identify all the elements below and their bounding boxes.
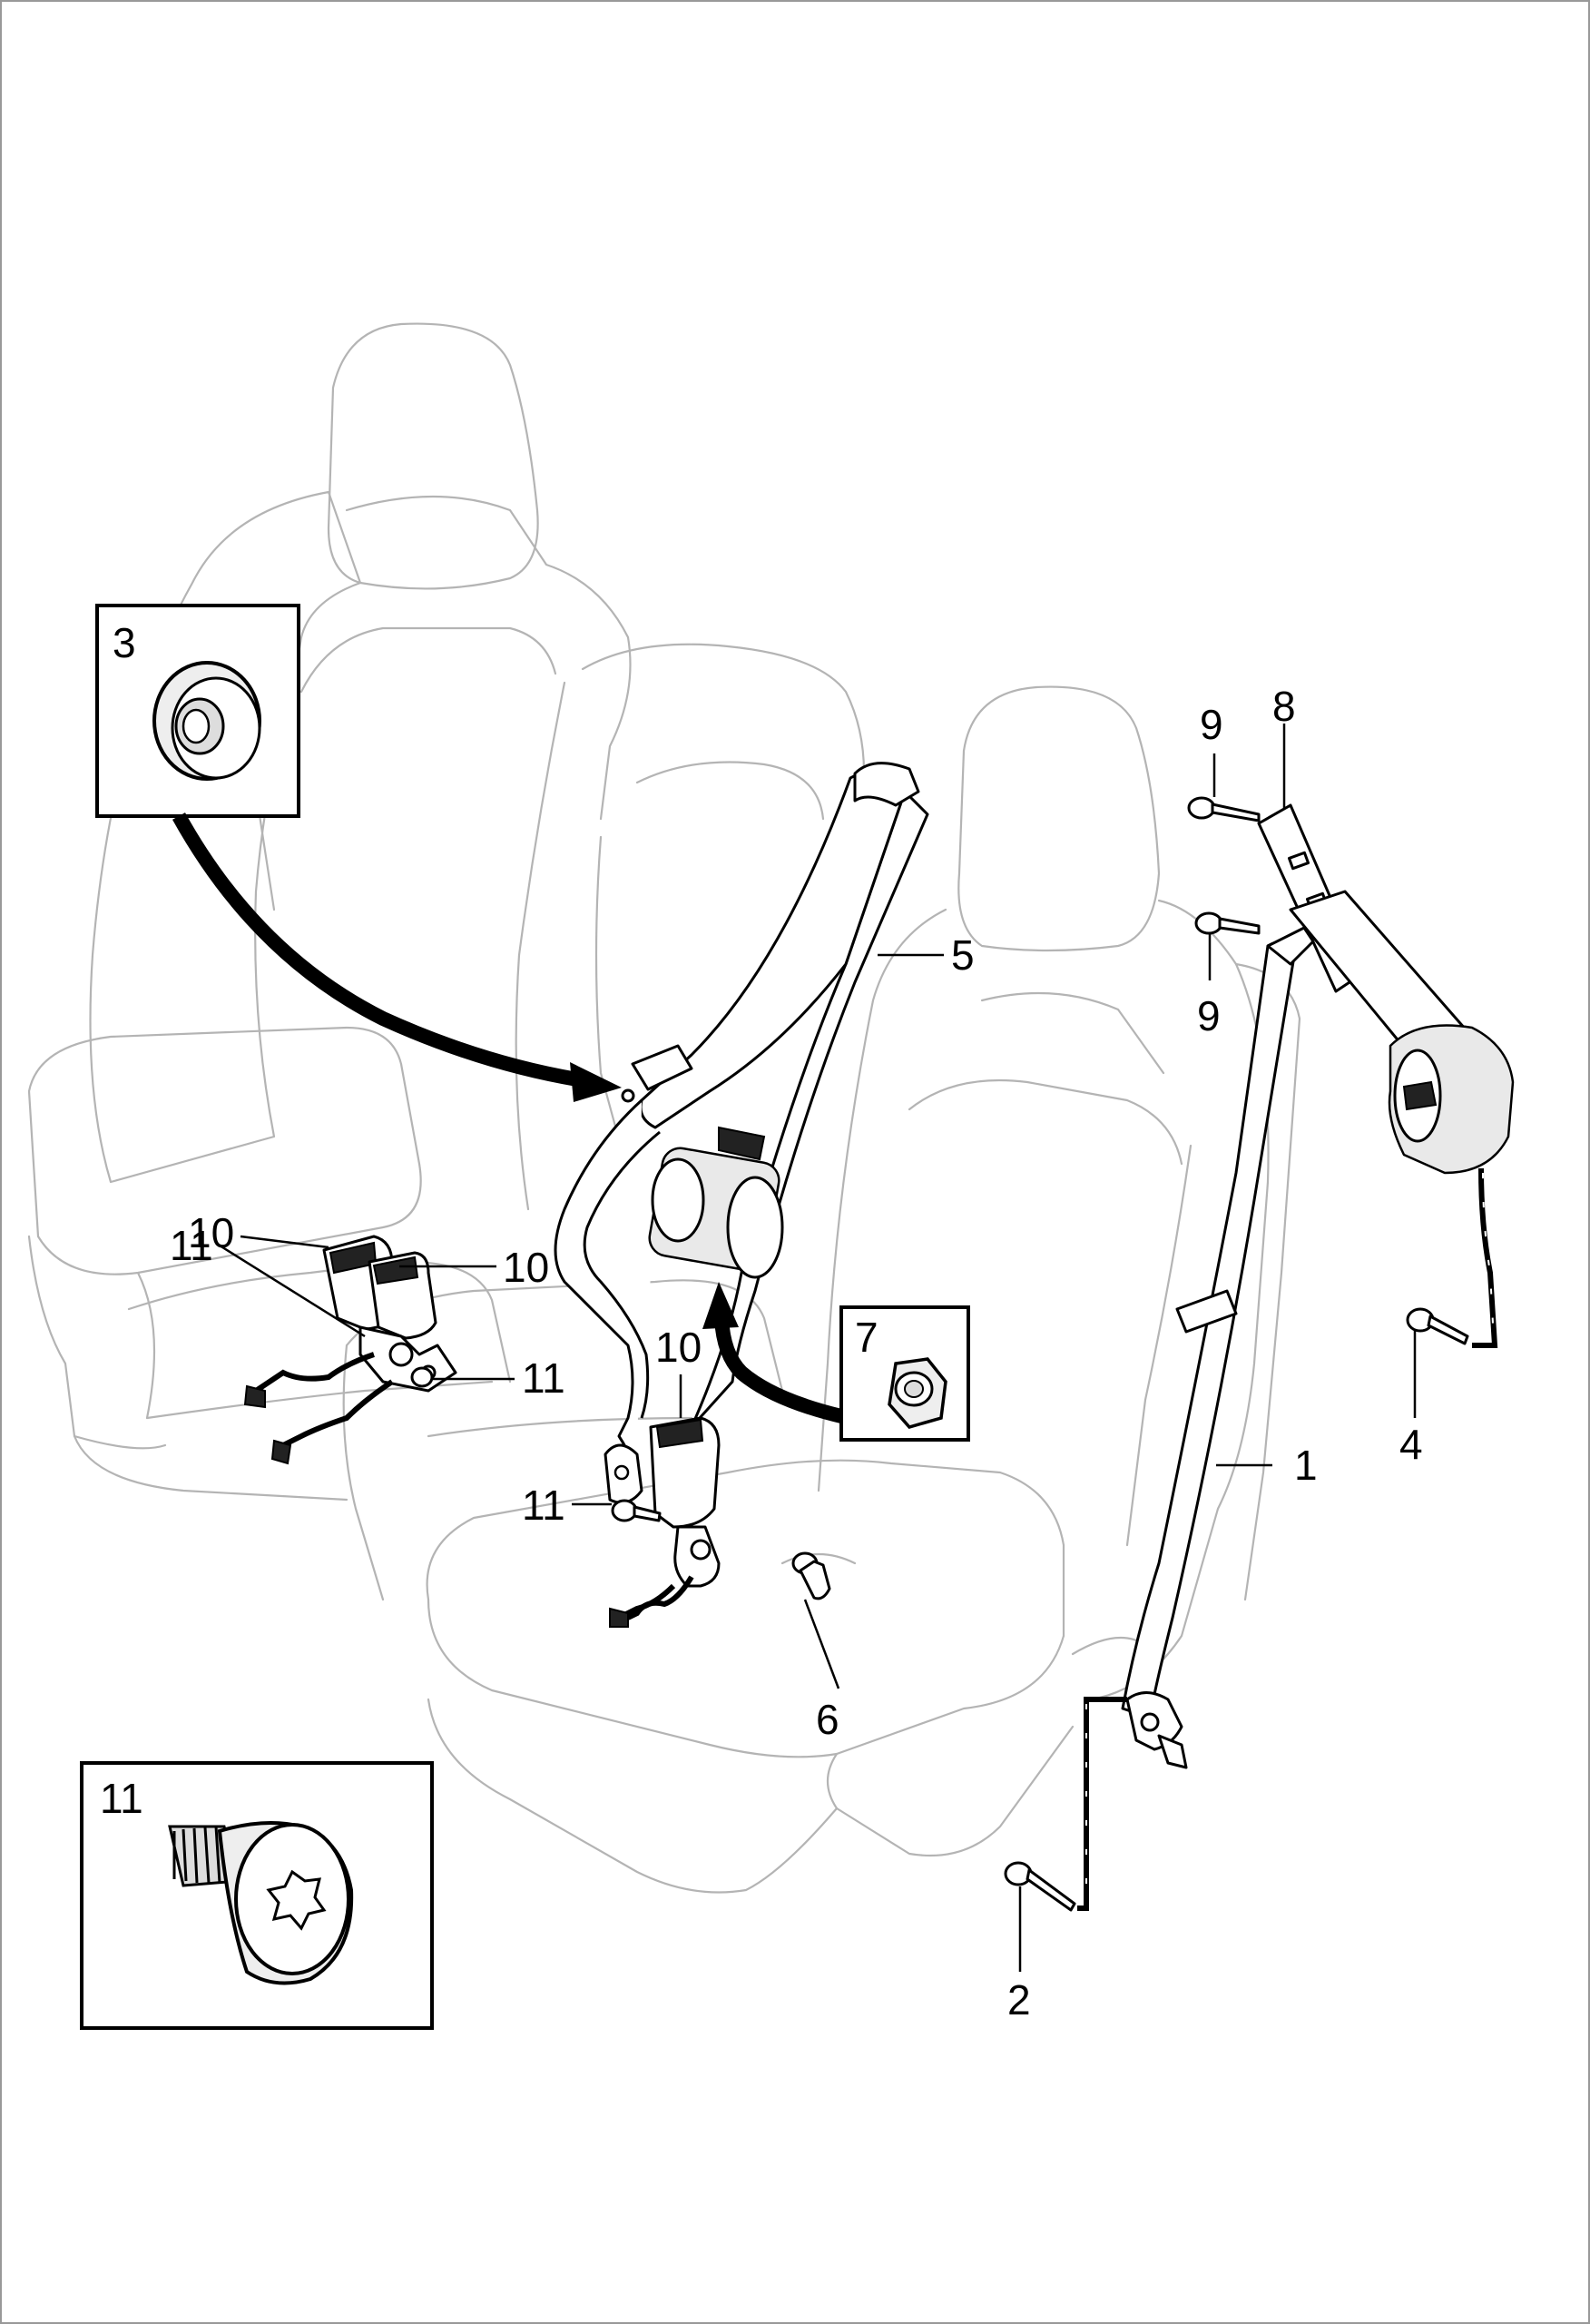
callout-2: 2 [1007,1976,1031,2024]
part-9-bolt-lower [1194,911,1261,935]
callout-4: 4 [1399,1421,1423,1468]
callout-11-left-upper: 11 [170,1222,213,1269]
callout-10-left-upper: 10 [188,1209,234,1256]
callout-11-centre: 11 [522,1482,565,1529]
callout-numbers: 1 2 4 5 6 8 9 9 10 10 10 11 11 11 [170,683,1423,2024]
part-9-bolt-upper [1187,796,1261,822]
leader-lines [219,724,1417,1972]
callout-6: 6 [816,1696,839,1743]
callout-1: 1 [1294,1442,1318,1489]
callout-5: 5 [951,931,975,979]
part-1-outer-belt [1077,926,1315,1911]
pointer-arrow-grommet [172,812,622,1102]
part-2-bolt [1004,1861,1076,1912]
part-11-bolt-centre [611,1499,662,1522]
part-5-centre-belt [554,762,929,1504]
callout-9-lower: 9 [1197,992,1221,1039]
callout-10-left-right: 10 [503,1244,549,1291]
inset-box-grommet: 3 [95,604,300,818]
inset-label-nut: 7 [855,1314,878,1361]
inset-box-nut: 7 [839,1305,970,1442]
callout-11-left-right: 11 [522,1354,565,1402]
inset-box-bolt: 11 [80,1761,434,2030]
pointer-arrow-nut [702,1282,843,1423]
part-8-height-rail-retractor [1257,803,1515,1348]
rear-seat-outline [27,322,1301,1894]
inset-label-grommet: 3 [113,619,136,666]
part-6-bolt [791,1551,831,1600]
left-double-buckle-assembly [243,1235,457,1465]
centre-buckle-assembly [609,1416,721,1628]
part-11-bolt-left [410,1366,434,1388]
callout-9-upper: 9 [1200,701,1223,748]
part-4-bolt [1406,1307,1469,1345]
callout-8: 8 [1272,683,1296,730]
callout-10-centre: 10 [655,1324,702,1371]
inset-label-bolt: 11 [100,1775,143,1822]
